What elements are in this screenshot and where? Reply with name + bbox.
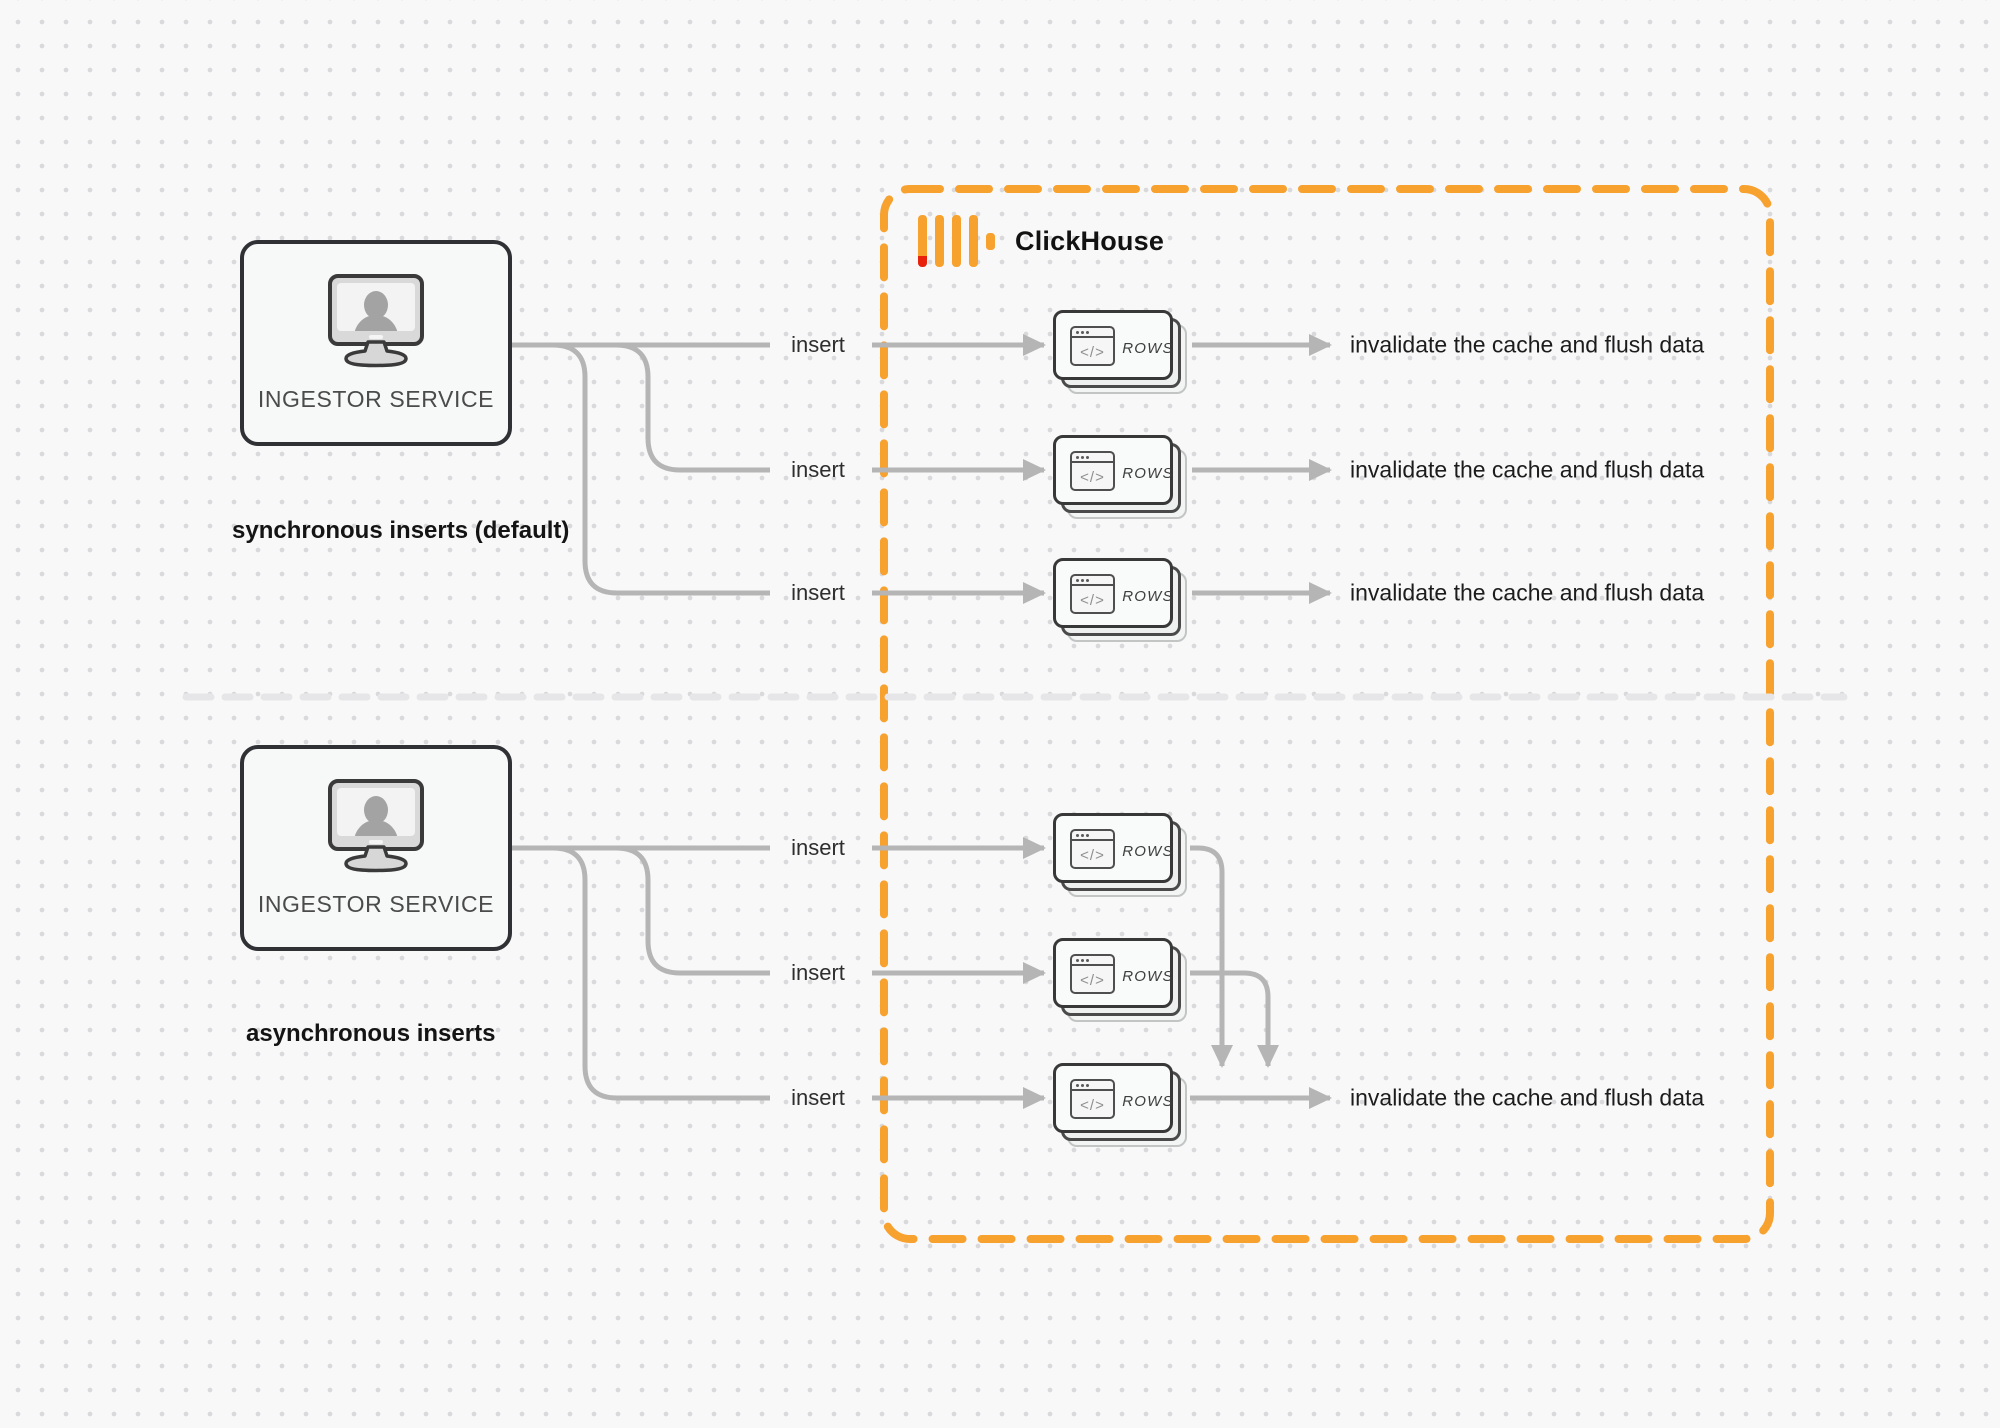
monitor-user-icon <box>328 274 424 372</box>
code-window-icon: </> <box>1070 1079 1115 1119</box>
async-flush-drop-1 <box>1190 845 1233 1068</box>
clickhouse-logo-icon <box>918 215 995 267</box>
monitor-stand <box>344 845 408 873</box>
rows-card-front-layer: </> ROWS <box>1053 435 1173 505</box>
clickhouse-logo-bar <box>935 215 944 267</box>
rows-card-front-layer: </> ROWS <box>1053 558 1173 628</box>
window-dots-icon <box>1076 1084 1079 1087</box>
rows-label: ROWS <box>1122 339 1174 357</box>
rows-card-async-1: </> ROWS <box>1053 813 1187 897</box>
window-header <box>1072 831 1113 841</box>
insert-label-async-2: insert <box>791 960 845 985</box>
insert-label-async-3: insert <box>791 1085 845 1110</box>
clickhouse-wordmark: ClickHouse <box>1015 225 1165 256</box>
rows-card-sync-3: </> ROWS <box>1053 558 1187 642</box>
rows-card-async-3: </> ROWS <box>1053 1063 1187 1147</box>
window-header <box>1072 328 1113 338</box>
monitor-user-icon <box>328 779 424 877</box>
code-glyph: </> <box>1080 1097 1105 1114</box>
code-window-icon: </> <box>1070 326 1115 366</box>
window-header <box>1072 576 1113 586</box>
result-label-async: invalidate the cache and flush data <box>1350 1084 1705 1111</box>
window-dots-icon <box>1076 834 1079 837</box>
async-flush-drop-2 <box>1190 970 1279 1068</box>
rows-label: ROWS <box>1122 1092 1174 1110</box>
sync-branch-row2 <box>615 342 770 473</box>
insert-label-sync-1: insert <box>791 332 845 357</box>
rows-label: ROWS <box>1122 587 1174 605</box>
insert-label-sync-3: insert <box>791 580 845 605</box>
async-section-label: asynchronous inserts <box>246 1020 496 1047</box>
clickhouse-dashed-border <box>880 185 1774 1243</box>
monitor-icon <box>328 274 424 346</box>
result-label-sync-2: invalidate the cache and flush data <box>1350 456 1705 483</box>
code-glyph: </> <box>1080 847 1105 864</box>
async-branch-row3 <box>552 845 770 1101</box>
window-header <box>1072 1081 1113 1091</box>
window-dots-icon <box>1076 331 1079 334</box>
rows-card-front-layer: </> ROWS <box>1053 938 1173 1008</box>
clickhouse-logo-bar <box>969 215 978 267</box>
person-icon <box>354 315 398 331</box>
rows-label: ROWS <box>1122 967 1174 985</box>
ingestor-service-label: INGESTOR SERVICE <box>257 891 495 917</box>
rows-label: ROWS <box>1122 464 1174 482</box>
monitor-notch <box>369 840 383 844</box>
code-window-icon: </> <box>1070 954 1115 994</box>
code-glyph: </> <box>1080 592 1105 609</box>
rows-card-async-2: </> ROWS <box>1053 938 1187 1022</box>
monitor-screen <box>337 283 415 331</box>
clickhouse-logo-bar <box>952 215 961 267</box>
person-icon <box>364 291 388 319</box>
result-label-sync-1: invalidate the cache and flush data <box>1350 331 1705 358</box>
monitor-stand <box>344 340 408 368</box>
monitor-screen <box>337 788 415 836</box>
window-header <box>1072 453 1113 463</box>
result-label-sync-3: invalidate the cache and flush data <box>1350 579 1705 606</box>
window-dots-icon <box>1076 579 1079 582</box>
insert-label-async-1: insert <box>791 835 845 860</box>
window-dots-icon <box>1076 959 1079 962</box>
window-dots-icon <box>1076 456 1079 459</box>
rows-label: ROWS <box>1122 842 1174 860</box>
code-window-icon: </> <box>1070 829 1115 869</box>
clickhouse-logo: ClickHouse <box>918 215 1164 267</box>
code-glyph: </> <box>1080 344 1105 361</box>
monitor-icon <box>328 779 424 851</box>
insert-label-sync-2: insert <box>791 457 845 482</box>
ingestor-service-box-async: INGESTOR SERVICE <box>240 745 512 951</box>
person-icon <box>364 796 388 824</box>
ingestor-service-label: INGESTOR SERVICE <box>257 386 495 412</box>
code-window-icon: </> <box>1070 451 1115 491</box>
code-window-icon: </> <box>1070 574 1115 614</box>
async-branch-row2 <box>615 845 770 976</box>
rows-card-front-layer: </> ROWS <box>1053 813 1173 883</box>
sync-section-label: synchronous inserts (default) <box>232 517 570 544</box>
ingestor-service-box-sync: INGESTOR SERVICE <box>240 240 512 446</box>
code-glyph: </> <box>1080 469 1105 486</box>
code-glyph: </> <box>1080 972 1105 989</box>
rows-card-sync-2: </> ROWS <box>1053 435 1187 519</box>
window-header <box>1072 956 1113 966</box>
sync-branch-row3 <box>552 342 770 596</box>
clickhouse-logo-dot <box>986 232 995 250</box>
rows-card-front-layer: </> ROWS <box>1053 310 1173 380</box>
rows-card-front-layer: </> ROWS <box>1053 1063 1173 1133</box>
rows-card-sync-1: </> ROWS <box>1053 310 1187 394</box>
clickhouse-logo-bar <box>918 215 927 267</box>
monitor-notch <box>369 335 383 339</box>
person-icon <box>354 820 398 836</box>
